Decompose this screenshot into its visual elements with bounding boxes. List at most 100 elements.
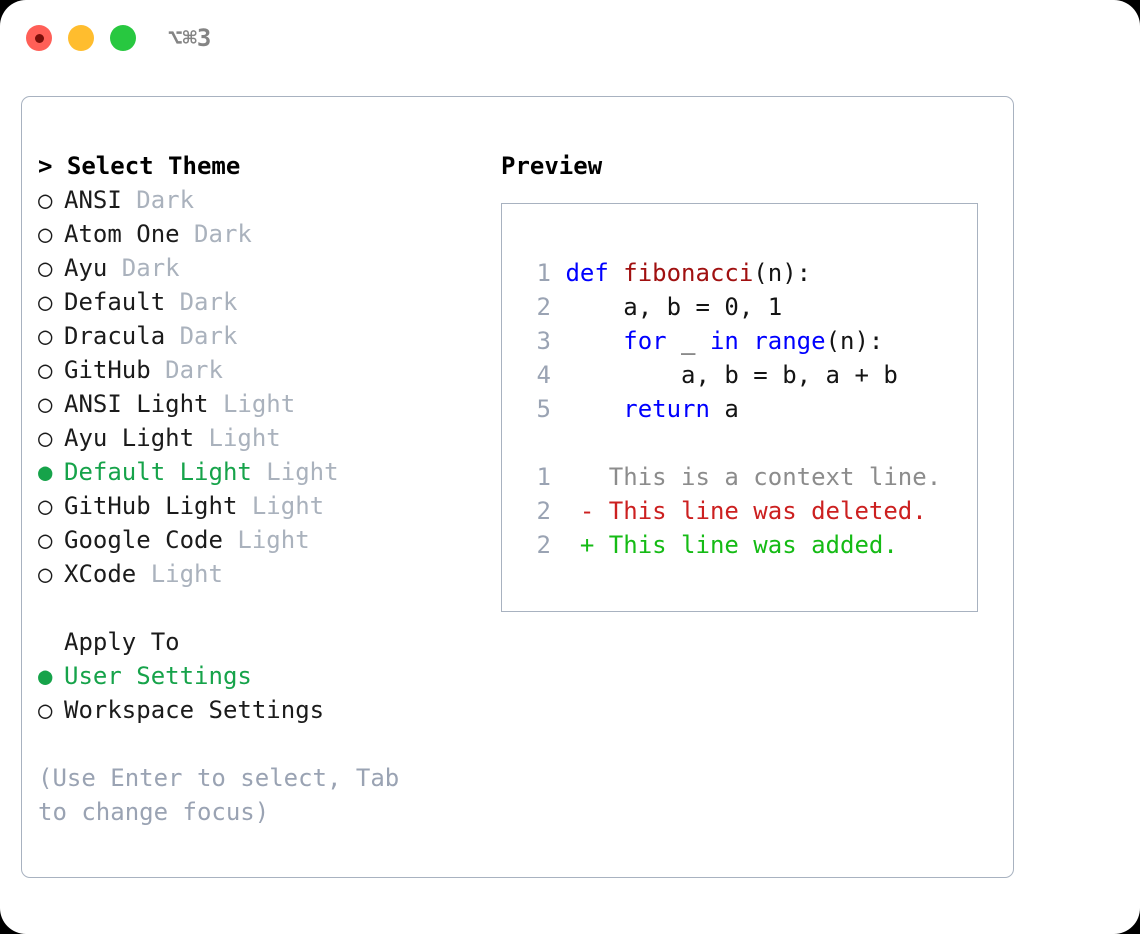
- code-gutter-space: [551, 395, 565, 423]
- radio-unselected-icon: ○: [38, 322, 67, 350]
- radio-unselected-icon: ○: [38, 560, 67, 588]
- theme-list-item[interactable]: ○ Ayu Light Light: [38, 421, 478, 455]
- diff-gutter-space: [551, 531, 580, 559]
- radio-unselected-icon: ○: [38, 390, 67, 418]
- radio-unselected-icon: ○: [38, 526, 67, 554]
- theme-name: Default: [64, 288, 166, 316]
- preview-column: Preview 1 def fibonacci(n):2 a, b = 0, 1…: [501, 149, 991, 612]
- theme-name: XCode: [64, 560, 137, 588]
- diff-text: - This line was deleted.: [579, 497, 927, 525]
- code-token: (n):: [825, 327, 884, 355]
- theme-list-item[interactable]: ○ XCode Light: [38, 557, 478, 591]
- theme-category: Dark: [165, 322, 238, 350]
- theme-list[interactable]: ○ ANSI Dark○ Atom One Dark○ Ayu Dark○ De…: [38, 183, 478, 591]
- keyboard-shortcut-label: ⌥⌘3: [168, 24, 212, 52]
- code-blank-line: [523, 426, 941, 460]
- diff-line: 1 This is a context line.: [523, 460, 942, 494]
- line-number: 2: [536, 497, 551, 525]
- code-token: a, b = b, a + b: [565, 361, 898, 389]
- code-token: (n):: [753, 259, 812, 287]
- theme-name: Ayu: [64, 254, 108, 282]
- line-number: 4: [536, 361, 551, 389]
- radio-unselected-icon: ○: [38, 424, 67, 452]
- theme-selector-panel: > Select Theme ○ ANSI Dark○ Atom One Dar…: [21, 96, 1014, 878]
- radio-unselected-icon: ○: [38, 288, 67, 316]
- theme-name: GitHub Light: [64, 492, 238, 520]
- radio-unselected-icon: ○: [38, 186, 67, 214]
- theme-category: Dark: [165, 288, 238, 316]
- theme-category: Light: [251, 458, 339, 486]
- theme-list-item[interactable]: ● Default Light Light: [38, 455, 478, 489]
- code-token: [739, 327, 753, 355]
- theme-list-item[interactable]: ○ Atom One Dark: [38, 217, 478, 251]
- theme-name: Google Code: [64, 526, 223, 554]
- code-token: a: [709, 395, 739, 423]
- apply-to-item[interactable]: ● User Settings: [38, 659, 478, 693]
- theme-name: GitHub: [64, 356, 151, 384]
- code-token: _: [666, 327, 710, 355]
- theme-category: Dark: [121, 186, 195, 214]
- select-theme-header: > Select Theme: [38, 152, 241, 180]
- minimize-button[interactable]: [68, 25, 94, 51]
- code-token: [565, 395, 623, 423]
- theme-list-item[interactable]: ○ ANSI Dark: [38, 183, 478, 217]
- code-token: range: [753, 327, 826, 355]
- title-bar: ⌥⌘3: [0, 0, 1140, 78]
- theme-category: Light: [237, 492, 325, 520]
- theme-name: Default Light: [64, 458, 252, 486]
- code-token: [565, 327, 623, 355]
- diff-line: 2 - This line was deleted.: [523, 494, 941, 528]
- theme-list-item[interactable]: ○ Dracula Dark: [38, 319, 478, 353]
- theme-list-item[interactable]: ○ GitHub Light Light: [38, 489, 478, 523]
- theme-list-item[interactable]: ○ Google Code Light: [38, 523, 478, 557]
- line-number: 1: [536, 259, 551, 287]
- radio-selected-icon: ●: [38, 662, 67, 690]
- code-line: 4 a, b = b, a + b: [523, 358, 941, 392]
- theme-list-item[interactable]: ○ ANSI Light Light: [38, 387, 478, 421]
- diff-text: This is a context line.: [579, 463, 942, 491]
- radio-unselected-icon: ○: [38, 220, 67, 248]
- maximize-button[interactable]: [110, 25, 136, 51]
- code-line: 1 def fibonacci(n):: [523, 256, 941, 290]
- code-line: 3 for _ in range(n):: [523, 324, 941, 358]
- code-token: fibonacci: [623, 259, 754, 287]
- diff-gutter-space: [551, 497, 580, 525]
- diff-text: + This line was added.: [579, 531, 898, 559]
- keyboard-hint-text: (Use Enter to select, Tab to change focu…: [38, 764, 400, 826]
- radio-selected-icon: ●: [38, 458, 67, 486]
- theme-list-item[interactable]: ○ Ayu Dark: [38, 251, 478, 285]
- preview-title: Preview: [501, 152, 603, 180]
- code-token: return: [623, 395, 710, 423]
- apply-to-header-label: Apply To: [64, 628, 180, 656]
- code-token: for: [623, 327, 667, 355]
- radio-unselected-icon: ○: [38, 254, 67, 282]
- code-gutter-space: [551, 259, 565, 287]
- line-number: 1: [536, 463, 551, 491]
- theme-category: Dark: [150, 356, 223, 384]
- theme-name: ANSI Light: [64, 390, 209, 418]
- apply-to-list[interactable]: ● User Settings○ Workspace Settings: [38, 659, 478, 727]
- code-line: 5 return a: [523, 392, 941, 426]
- line-number: 3: [536, 327, 551, 355]
- radio-unselected-icon: ○: [38, 492, 67, 520]
- radio-unselected-icon: ○: [38, 356, 67, 384]
- close-button[interactable]: [26, 25, 52, 51]
- theme-name: Atom One: [64, 220, 180, 248]
- line-number: 2: [536, 531, 551, 559]
- theme-list-item[interactable]: ○ Default Dark: [38, 285, 478, 319]
- theme-list-item[interactable]: ○ GitHub Dark: [38, 353, 478, 387]
- radio-unselected-icon: ○: [38, 696, 67, 724]
- theme-category: Dark: [107, 254, 180, 282]
- window-controls: [26, 25, 136, 51]
- code-line: 2 a, b = 0, 1: [523, 290, 941, 324]
- section-spacer: [38, 591, 478, 625]
- code-token: def: [565, 259, 624, 287]
- theme-name: Dracula: [64, 322, 166, 350]
- diff-gutter-space: [551, 463, 580, 491]
- theme-list-column: > Select Theme ○ ANSI Dark○ Atom One Dar…: [38, 149, 478, 829]
- theme-category: Light: [194, 424, 281, 452]
- theme-category: Dark: [179, 220, 252, 248]
- apply-to-item[interactable]: ○ Workspace Settings: [38, 693, 478, 727]
